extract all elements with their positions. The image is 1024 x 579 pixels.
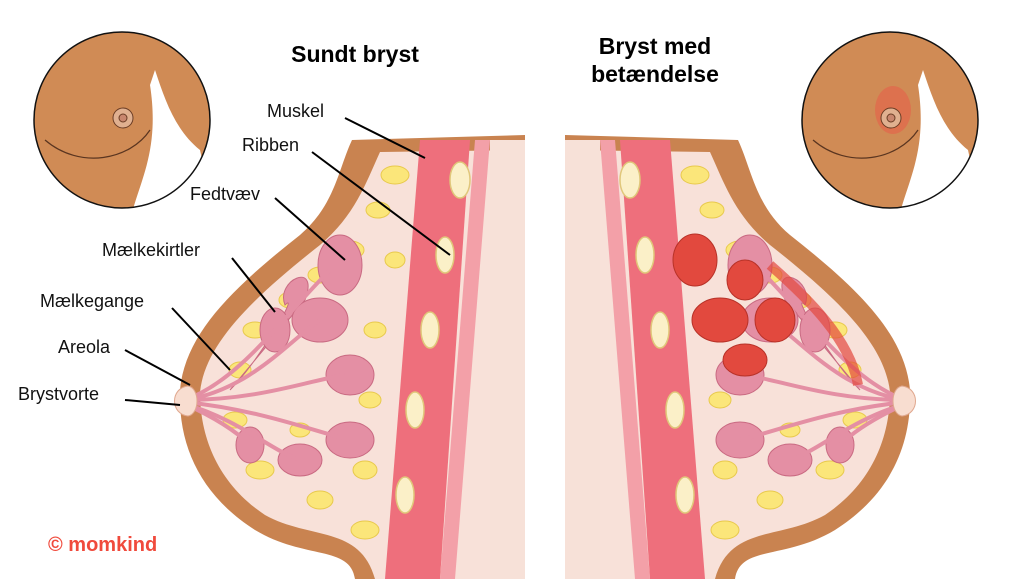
inflamed-breast <box>563 133 918 579</box>
label-areola: Areola <box>58 337 111 357</box>
inflamed-glands <box>672 233 796 377</box>
inflamed-skin <box>766 261 863 387</box>
inflamed-thumbnail <box>801 31 979 209</box>
label-ducts: Mælkegange <box>40 291 145 311</box>
label-fat: Fedtvæv <box>190 184 261 204</box>
title-inflamed: Bryst med betændelse <box>565 32 745 88</box>
leader-lines <box>124 117 451 406</box>
title-healthy: Sundt bryst <box>291 41 419 67</box>
label-glands: Mælkekirtler <box>102 240 201 260</box>
label-nipple: Brystvorte <box>18 384 100 404</box>
label-ribs: Ribben <box>242 135 300 155</box>
label-muscle: Muskel <box>267 101 325 121</box>
brand-logo: © momkind <box>48 534 158 556</box>
title-inflamed-line2: betændelse <box>591 61 719 87</box>
title-inflamed-line1: Bryst med <box>598 33 712 59</box>
